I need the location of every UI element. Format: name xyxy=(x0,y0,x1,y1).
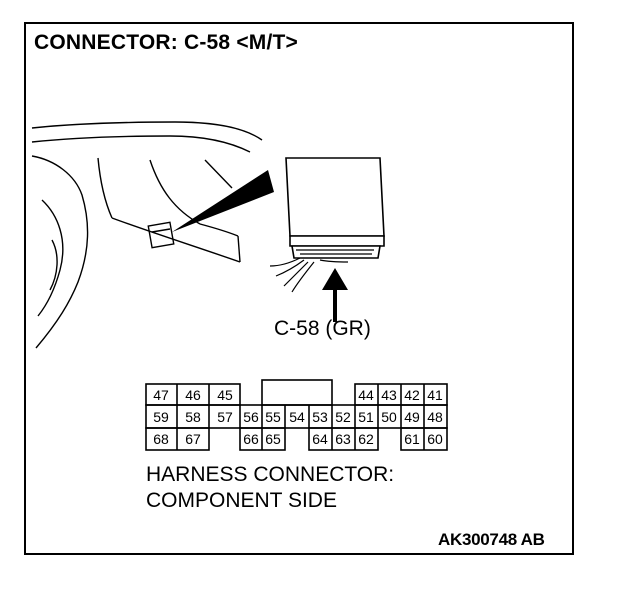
connector-title: CONNECTOR: C-58 <M/T> xyxy=(34,31,299,54)
figure-code: AK300748 AB xyxy=(438,530,545,549)
pin-48: 48 xyxy=(427,409,443,425)
pin-65: 65 xyxy=(265,431,281,447)
pin-60: 60 xyxy=(427,431,443,447)
arrow-icon xyxy=(322,268,348,322)
pin-62: 62 xyxy=(358,431,374,447)
harness-caption-line2: COMPONENT SIDE xyxy=(146,489,337,512)
pin-55: 55 xyxy=(265,409,281,425)
pin-56: 56 xyxy=(243,409,259,425)
ecu-module xyxy=(285,157,385,259)
pin-45: 45 xyxy=(217,387,233,403)
pin-66: 66 xyxy=(243,431,259,447)
pin-41: 41 xyxy=(427,387,443,403)
pin-64: 64 xyxy=(312,431,328,447)
connector-label: C-58 (GR) xyxy=(274,317,371,340)
pin-42: 42 xyxy=(404,387,420,403)
pin-44: 44 xyxy=(358,387,374,403)
pin-50: 50 xyxy=(381,409,397,425)
pin-68: 68 xyxy=(153,431,169,447)
pin-43: 43 xyxy=(381,387,397,403)
pin-53: 53 xyxy=(312,409,328,425)
pin-52: 52 xyxy=(335,409,351,425)
pin-58: 58 xyxy=(185,409,201,425)
pin-63: 63 xyxy=(335,431,351,447)
diagram-frame xyxy=(24,22,574,555)
pin-59: 59 xyxy=(153,409,169,425)
harness-caption: HARNESS CONNECTOR: COMPONENT SIDE xyxy=(146,462,394,514)
harness-caption-line1: HARNESS CONNECTOR: xyxy=(146,463,395,486)
pin-61: 61 xyxy=(404,431,420,447)
pin-51: 51 xyxy=(358,409,374,425)
leader-wedge xyxy=(172,170,274,232)
pin-47: 47 xyxy=(153,387,169,403)
pin-67: 67 xyxy=(185,431,201,447)
pin-49: 49 xyxy=(404,409,420,425)
pin-46: 46 xyxy=(185,387,201,403)
pin-54: 54 xyxy=(289,409,305,425)
pin-57: 57 xyxy=(217,409,233,425)
